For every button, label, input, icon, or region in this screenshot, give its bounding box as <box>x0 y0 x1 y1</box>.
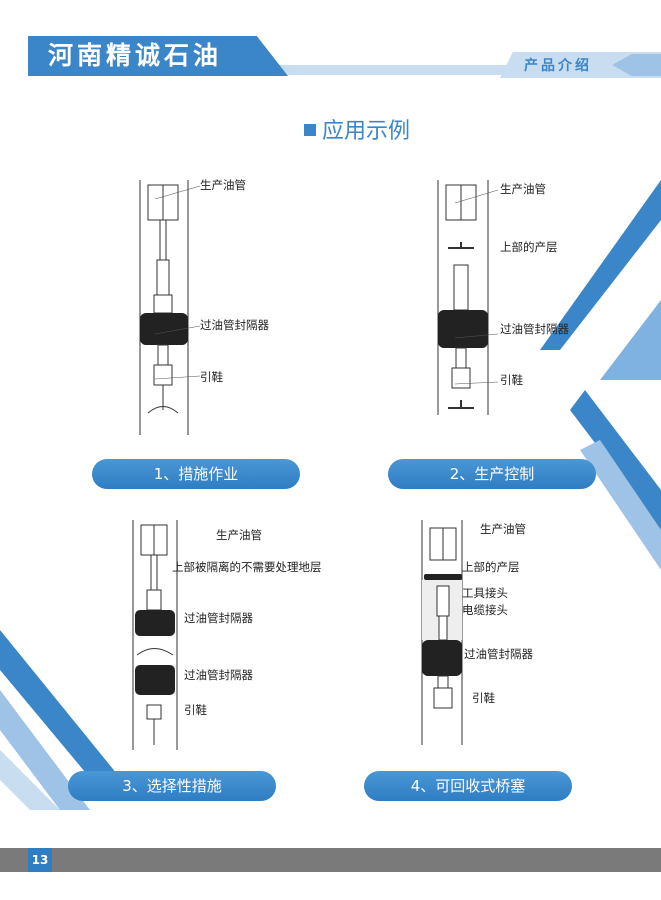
diagram-1-label-3: 引鞋 <box>200 370 223 384</box>
diagram-1-schematic <box>139 180 189 435</box>
diagram-4-label-1: 生产油管 <box>480 522 526 536</box>
square-bullet-icon <box>304 124 316 136</box>
header-band <box>28 36 288 76</box>
diagram-2-schematic <box>437 180 489 415</box>
page-number: 13 <box>28 848 52 872</box>
diagram-1-label-2: 过油管封隔器 <box>200 318 269 332</box>
diagram-3-label-4: 过油管封隔器 <box>184 668 253 682</box>
diagram-3-label-1: 生产油管 <box>216 528 262 542</box>
company-name: 河南精诚石油 <box>48 41 223 70</box>
diagram-1-caption: 1、措施作业 <box>92 459 300 489</box>
diagram-4-label-4: 电缆接头 <box>462 603 508 617</box>
diagram-3-caption: 3、选择性措施 <box>68 771 276 801</box>
decorative-stripes-left <box>0 630 130 810</box>
footer-bar <box>0 848 661 872</box>
diagram-2-label-1: 生产油管 <box>500 182 546 196</box>
diagram-3-schematic <box>132 520 178 750</box>
diagram-1-label-1: 生产油管 <box>200 178 246 192</box>
diagram-3-label-3: 过油管封隔器 <box>184 611 253 625</box>
diagram-4-label-2: 上部的产层 <box>462 560 520 574</box>
diagram-4-label-5: 过油管封隔器 <box>464 647 533 661</box>
diagram-2-label-4: 引鞋 <box>500 373 523 387</box>
diagram-4-label-3: 工具接头 <box>462 586 508 600</box>
diagram-4-label-6: 引鞋 <box>472 691 495 705</box>
diagram-4-schematic <box>421 520 463 745</box>
diagram-4-caption: 4、可回收式桥塞 <box>364 771 572 801</box>
header-stripe <box>250 65 661 75</box>
diagram-3-label-5: 引鞋 <box>184 703 207 717</box>
diagram-2-label-3: 过油管封隔器 <box>500 322 569 336</box>
decorative-stripes-right <box>540 180 661 570</box>
section-label: 产品介绍 <box>524 58 592 74</box>
page-title-text: 应用示例 <box>322 119 411 144</box>
diagram-1-leader-lines <box>154 185 201 380</box>
diagram-2-caption: 2、生产控制 <box>388 459 596 489</box>
diagram-2-leader-lines <box>454 189 499 385</box>
section-tab-arrow <box>612 54 661 76</box>
diagram-2-label-2: 上部的产层 <box>500 240 558 254</box>
page-title: 应用示例 <box>304 118 410 146</box>
diagram-3-label-2: 上部被隔离的不需要处理地层 <box>172 560 322 574</box>
